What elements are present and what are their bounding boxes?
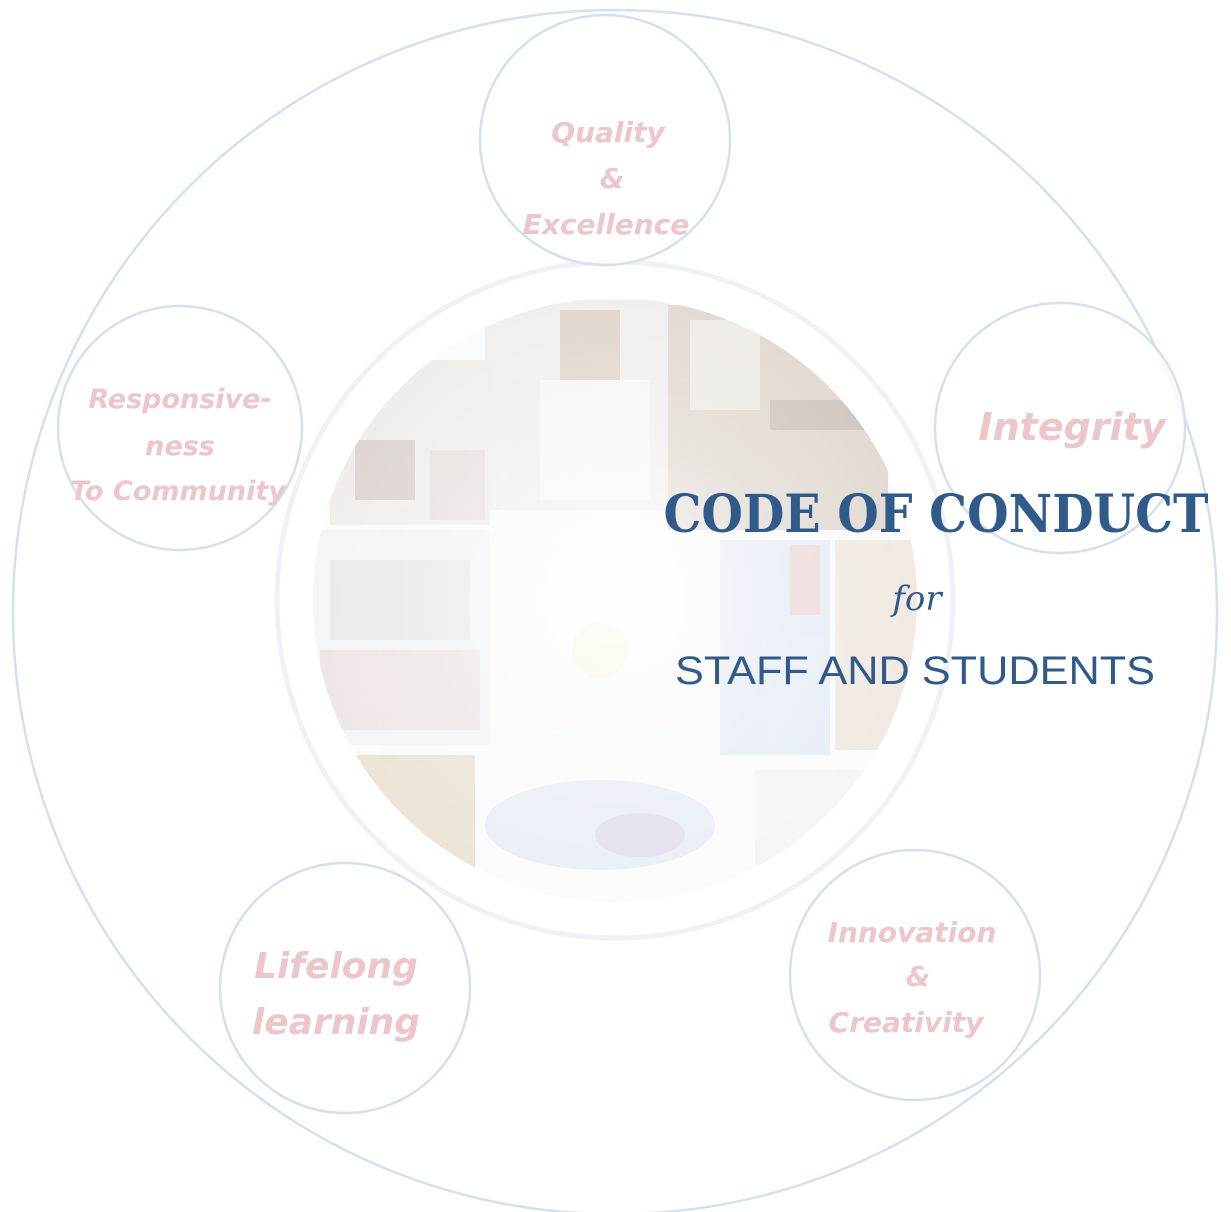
value-innovation-line-1: Innovation xyxy=(828,916,997,949)
value-innovation-line-3: Creativity xyxy=(829,1006,985,1039)
value-responsiveness-line-1: Responsive- xyxy=(88,384,271,415)
page-subtitle: STAFF AND STUDENTS xyxy=(675,649,1155,693)
value-circle-integrity xyxy=(933,301,1187,555)
value-circle-quality xyxy=(478,13,732,267)
value-quality-line-1: Quality xyxy=(551,116,666,149)
value-integrity-line-1: Integrity xyxy=(978,405,1167,449)
title-connector: for xyxy=(889,579,943,619)
value-lifelong-line-2: learning xyxy=(252,1002,420,1043)
value-circle-responsiveness xyxy=(56,304,304,552)
value-lifelong-line-1: Lifelong xyxy=(254,946,418,987)
page-title: CODE OF CONDUCT xyxy=(664,484,1209,545)
value-responsiveness-line-3: To Community xyxy=(70,476,287,507)
value-responsiveness-line-2: ness xyxy=(145,431,215,462)
photo-collage-image xyxy=(313,298,917,902)
value-quality-line-3: Excellence xyxy=(523,208,689,241)
value-innovation-line-2: & xyxy=(906,960,930,993)
value-circle-innovation xyxy=(788,848,1042,1102)
value-quality-line-2: & xyxy=(600,162,624,195)
outer-ring xyxy=(11,8,1219,1212)
value-circle-lifelong xyxy=(218,861,472,1115)
